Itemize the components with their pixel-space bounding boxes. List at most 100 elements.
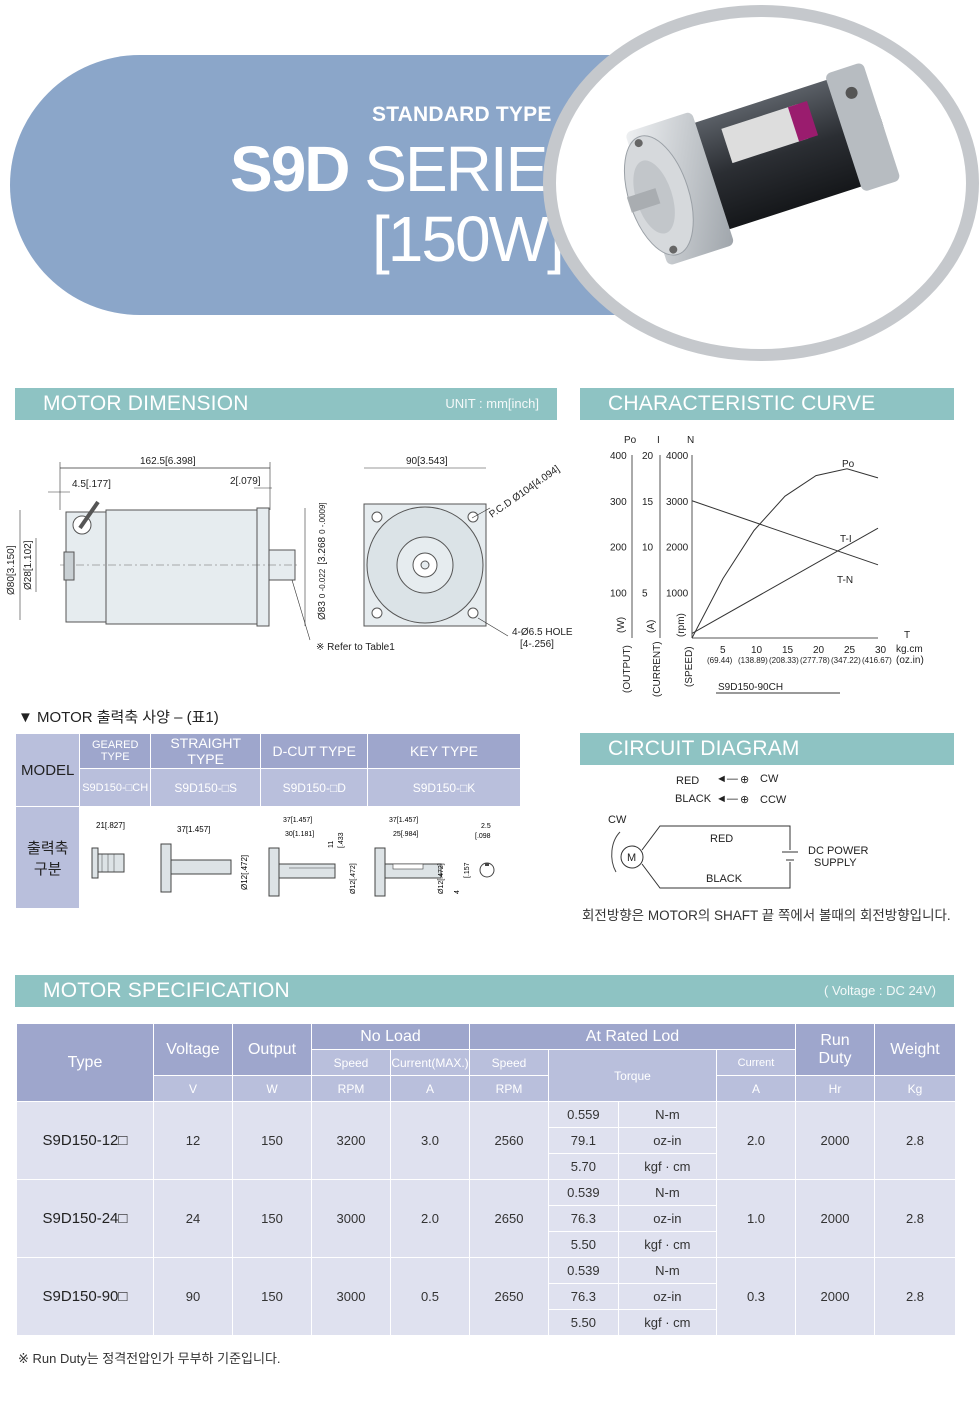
spec-weight: 2.8 <box>874 1101 956 1180</box>
spec-h-duty: Duty <box>818 1049 852 1067</box>
spec-h-speed: Speed <box>311 1049 391 1076</box>
spec-torque-unit: N-m <box>617 1179 718 1206</box>
spec-title: MOTOR SPECIFICATION <box>43 979 290 1002</box>
x-tick: 15 <box>782 645 794 656</box>
dimension-header: MOTOR DIMENSION UNIT : mm[inch] <box>15 388 557 420</box>
i-tick: 5 <box>642 588 648 599</box>
circuit-title: CIRCUIT DIAGRAM <box>608 737 800 760</box>
spec-torque-unit: kgf · cm <box>617 1153 718 1180</box>
spec-noload-speed: 3200 <box>311 1101 391 1180</box>
spec-torque-unit: oz-in <box>617 1283 718 1310</box>
spec-h-output: Output <box>232 1023 312 1076</box>
legend-black: BLACK <box>675 793 712 805</box>
shaft-d12: Ø12[.472] <box>350 863 357 894</box>
x-unit2: (oz.in) <box>896 655 924 666</box>
spec-torque-unit: oz-in <box>617 1205 718 1232</box>
spec-h-speed2: Speed <box>469 1049 549 1076</box>
spec-torque-value: 5.70 <box>548 1153 619 1180</box>
spec-run-duty: 2000 <box>795 1101 875 1180</box>
unit-w: (W) <box>616 617 627 633</box>
shaft-s37: 37[1.457] <box>177 825 210 834</box>
i-head: I <box>657 435 660 446</box>
i-tick: 20 <box>642 451 654 462</box>
dimension-unit: UNIT : mm[inch] <box>445 396 539 411</box>
unit-rpm: (rpm) <box>676 613 687 637</box>
spec-rated-speed: 2650 <box>469 1179 549 1258</box>
circuit-note: 회전방향은 MOTOR의 SHAFT 끝 쪽에서 볼때의 회전방향입니다. <box>582 908 951 923</box>
shaft-type-dcut: D-CUT TYPE <box>260 733 368 769</box>
legend-red-plus: ⊕ <box>740 774 749 786</box>
hero-subtitle: STANDARD TYPE <box>372 103 552 126</box>
legend-black-plus: ⊕ <box>740 794 749 806</box>
x-tick-sub: (347.22) <box>831 656 861 665</box>
spec-torque-value: 5.50 <box>548 1231 619 1258</box>
spec-h-noload: No Load <box>311 1023 470 1050</box>
po-tick: 300 <box>610 497 627 508</box>
spec-noload-current: 0.5 <box>390 1257 470 1336</box>
curve-header: CHARACTERISTIC CURVE <box>580 388 954 420</box>
x-tick: 20 <box>813 645 825 656</box>
circuit-red: RED <box>710 833 733 845</box>
spec-h-current-max: Current(MAX.) <box>390 1049 470 1076</box>
vlabel-current: (CURRENT) <box>652 641 663 697</box>
spec-rated-speed: 2650 <box>469 1257 549 1336</box>
shaft-geared-drawing: 21[.827] <box>79 806 151 909</box>
dim-d83-inch-tol: 0 -.0009] <box>318 502 327 534</box>
shaft-table: MODEL GEARED TYPE STRAIGHT TYPE D-CUT TY… <box>14 733 521 909</box>
shaft-model-ch: S9D150-□CH <box>79 768 151 807</box>
spec-type: S9D150-12□ <box>16 1101 154 1180</box>
dim-d80: Ø80[3.150] <box>6 545 17 595</box>
shaft-row-label: 출력축 구분 <box>14 806 81 909</box>
spec-torque-value: 76.3 <box>548 1205 619 1232</box>
spec-rated-speed: 2560 <box>469 1101 549 1180</box>
x-tick: 10 <box>751 645 763 656</box>
shaft-k4: 4 <box>454 890 461 894</box>
shaft-key-drawing: 37[1.457] 25[.984] 2.5 [.098 Ø12[.472] 4… <box>367 806 521 909</box>
spec-type: S9D150-90□ <box>16 1257 154 1336</box>
spec-footnote: ※ Run Duty는 정격전압인가 무부하 기준입니다. <box>18 1351 281 1366</box>
n-tick: 4000 <box>666 451 689 462</box>
x-tick-sub: (208.33) <box>769 656 799 665</box>
dim-2: 2[.079] <box>230 476 261 487</box>
spec-u-rpm: RPM <box>311 1075 391 1102</box>
spec-table: Type Voltage Output No Load At Rated Lod… <box>16 1023 956 1336</box>
dim-d83-value: Ø83 <box>317 601 328 620</box>
spec-rated-current: 1.0 <box>716 1179 796 1258</box>
ti-label: T-I <box>840 534 852 545</box>
i-tick: 10 <box>642 543 654 554</box>
spec-torque-value: 0.539 <box>548 1257 619 1284</box>
circuit-supply: SUPPLY <box>814 857 857 869</box>
dim-w90: 90[3.543] <box>406 456 448 467</box>
circuit-black: BLACK <box>706 873 743 885</box>
spec-h-rated: At Rated Lod <box>469 1023 796 1050</box>
spec-h-torque: Torque <box>548 1049 717 1102</box>
shaft-k25b: 2.5 <box>481 823 491 830</box>
n-tick: 1000 <box>666 588 689 599</box>
spec-run-duty: 2000 <box>795 1257 875 1336</box>
dimension-title: MOTOR DIMENSION <box>43 392 249 415</box>
legend-red-arrow: ◄— <box>716 773 738 785</box>
x-tick-sub: (69.44) <box>707 656 733 665</box>
x-tick-sub: (138.89) <box>738 656 768 665</box>
spec-torque-value: 0.539 <box>548 1179 619 1206</box>
spec-header: MOTOR SPECIFICATION ( Voltage : DC 24V) <box>15 975 954 1007</box>
spec-noload-current: 2.0 <box>390 1179 470 1258</box>
hero-title: S9D SERIES <box>230 135 589 203</box>
circuit-cw: CW <box>608 814 627 826</box>
x-tick-sub: (416.67) <box>862 656 892 665</box>
motor-symbol: M <box>627 852 636 864</box>
x-unit: kg.cm <box>896 644 923 655</box>
spec-h-weight: Weight <box>874 1023 956 1076</box>
spec-voltage: 90 <box>153 1257 233 1336</box>
po-tick: 400 <box>610 451 627 462</box>
shaft-type-geared: GEARED TYPE <box>79 733 151 769</box>
hero-watt: [150W] <box>372 203 565 275</box>
shaft-g21: 21[.827] <box>96 821 125 830</box>
spec-weight: 2.8 <box>874 1257 956 1336</box>
spec-torque-unit: N-m <box>617 1101 718 1128</box>
spec-output: 150 <box>232 1257 312 1336</box>
spec-voltage-note: ( Voltage : DC 24V) <box>824 983 936 998</box>
